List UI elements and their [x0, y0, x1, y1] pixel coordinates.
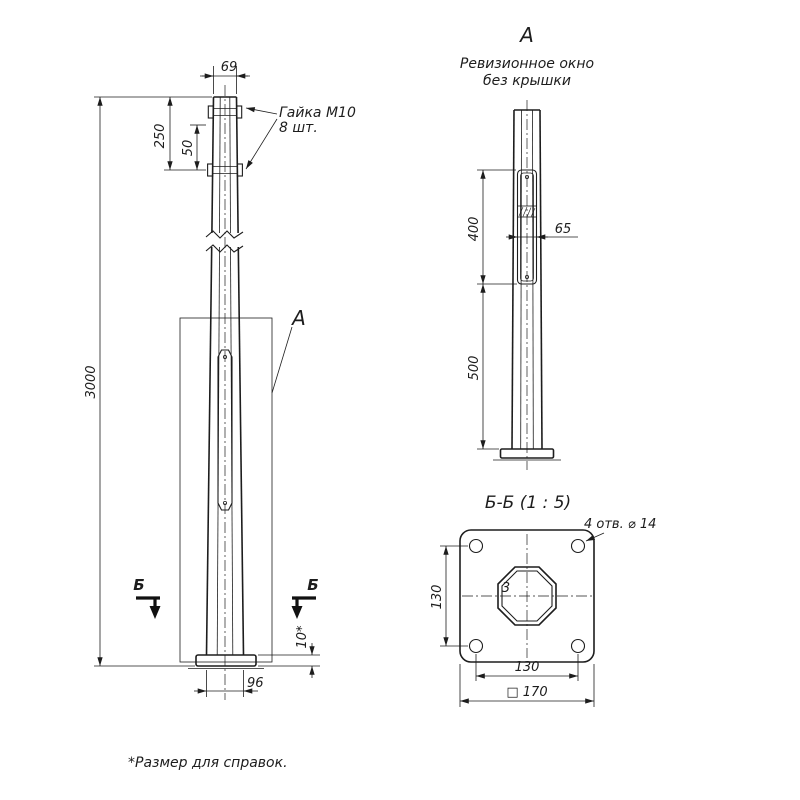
section-label-right: Б	[307, 576, 318, 594]
revision-window-opening	[516, 169, 538, 285]
dim-3000-label: 3000	[84, 365, 99, 398]
dim-65-label: 65	[555, 222, 572, 237]
nut-row-lower	[207, 163, 243, 177]
section-marker-right: Б	[291, 576, 319, 619]
nut-note-line1: Гайка М10	[279, 105, 356, 121]
detail-a-label: А	[290, 306, 306, 330]
view-a-subtitle-1: Ревизионное окно	[460, 56, 594, 72]
dim-130-v-label: 130	[430, 585, 445, 610]
reference-footnote: *Размер для справок.	[128, 755, 288, 771]
dim-400-label: 400	[467, 217, 482, 242]
bolt-hole-bottom-right	[570, 638, 586, 654]
nut-row-upper	[207, 105, 243, 119]
dim-nut-span: 250	[153, 97, 173, 170]
dim-130-h-label: 130	[515, 660, 540, 675]
section-bb-title: Б-Б (1 : 5)	[485, 493, 571, 513]
dim-wall-label: 3	[502, 581, 510, 596]
dim-69-label: 69	[221, 60, 238, 75]
base-plate-section	[459, 529, 595, 663]
section-label-left: Б	[133, 576, 144, 594]
dim-pole-height: 3000	[84, 97, 103, 666]
dim-hole-spacing-v: 130	[430, 545, 468, 647]
dim-10-label: 10*	[295, 625, 310, 649]
dim-250-label: 250	[153, 124, 168, 149]
dim-nut-offset: 50	[181, 124, 200, 170]
section-bb: Б-Б (1 : 5) 3 4 отв. ⌀ 14 130	[430, 493, 656, 707]
dim-plate-size: □ 170	[459, 664, 595, 707]
view-a-subtitle-2: без крышки	[483, 73, 571, 89]
front-view: Гайка М10 8 шт. 69 250 50	[84, 60, 356, 700]
break-lines	[205, 230, 244, 253]
dim-96-label: 96	[247, 676, 264, 691]
nut-note: Гайка М10 8 шт.	[245, 105, 356, 170]
holes-note-label: 4 отв. ⌀ 14	[584, 517, 656, 532]
revision-window-front	[217, 349, 233, 511]
dim-window-to-base: 500	[467, 284, 499, 450]
detail-a-callout: А	[179, 306, 306, 663]
section-marker-left: Б	[133, 576, 161, 619]
bolt-hole-top-right	[570, 538, 586, 554]
view-a-base-plate	[493, 448, 561, 461]
bolt-hole-top-left	[468, 538, 484, 554]
dim-170-label: □ 170	[506, 685, 547, 700]
dim-base-thickness: 10*	[258, 625, 320, 678]
view-a: А Ревизионное окно без крышки	[460, 23, 594, 470]
pole-cross-section-octagon	[497, 566, 557, 626]
dim-pole-top-width: 69	[200, 60, 250, 94]
window-latch	[517, 205, 537, 218]
bolt-hole-bottom-left	[468, 638, 484, 654]
dim-window-height: 400	[467, 169, 517, 285]
view-a-title: А	[518, 23, 534, 47]
base-plate-front	[188, 654, 264, 669]
dim-pole-bottom-width: 96	[194, 670, 264, 697]
dim-50-label: 50	[181, 140, 196, 157]
dim-hole-spacing-h: 130	[475, 654, 579, 681]
holes-note: 4 отв. ⌀ 14	[584, 517, 656, 542]
dim-window-width: 65	[506, 222, 578, 240]
nut-note-line2: 8 шт.	[279, 120, 318, 136]
dim-500-label: 500	[467, 356, 482, 381]
